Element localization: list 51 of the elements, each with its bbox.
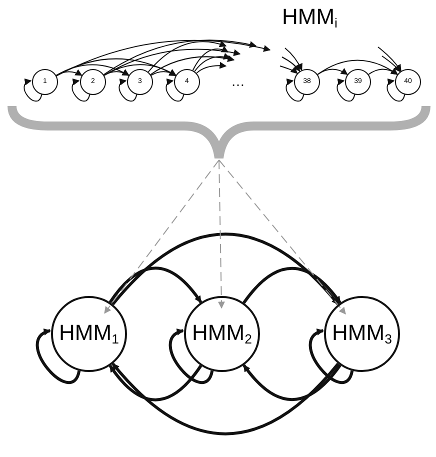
- state-circle: [294, 69, 320, 95]
- arrow: [150, 69, 176, 76]
- arrow: [104, 48, 241, 76]
- arrow: [72, 80, 90, 102]
- arrow: [103, 40, 257, 76]
- model-label: HMM$_{i}$: [282, 6, 338, 30]
- arrow: [24, 80, 42, 102]
- arrow: [382, 56, 401, 72]
- arrow: [108, 266, 202, 304]
- arrow: [280, 66, 298, 74]
- arrow: [196, 62, 227, 74]
- arrow: [282, 56, 300, 72]
- state-circle: [174, 69, 200, 95]
- arrow: [242, 266, 342, 304]
- state-label: HMM$_{3}$: [332, 321, 392, 347]
- state-circle: [80, 69, 106, 95]
- arrow: [317, 68, 348, 75]
- arrow: [286, 80, 304, 102]
- arrow: [108, 364, 202, 402]
- state-circle: [32, 69, 58, 95]
- arrow: [148, 40, 227, 72]
- state-circle: [127, 69, 153, 95]
- state-label: HMM$_{1}$: [59, 321, 119, 347]
- arrow: [308, 329, 354, 384]
- arrow: [368, 68, 398, 75]
- state-label: HMM$_{2}$: [192, 321, 252, 347]
- arrow: [56, 40, 271, 76]
- arrow: [242, 364, 342, 402]
- arrow: [218, 160, 225, 309]
- arrow: [386, 80, 406, 102]
- arrow: [168, 329, 214, 384]
- arrow: [166, 80, 184, 102]
- arrow: [104, 160, 220, 314]
- arrow: [378, 46, 402, 72]
- state-circle: [324, 296, 400, 372]
- ellipsis: …: [231, 74, 245, 88]
- arrow: [112, 232, 340, 306]
- arrow: [284, 48, 302, 71]
- arrow: [56, 58, 176, 76]
- arrow: [336, 80, 356, 102]
- arrow: [36, 329, 81, 384]
- state-circle: [395, 69, 421, 95]
- arrow: [218, 160, 346, 314]
- arrow: [150, 55, 235, 76]
- arrow: [194, 53, 231, 72]
- state-circle: [51, 296, 127, 372]
- arrow: [112, 362, 340, 436]
- state-circle: [184, 296, 260, 372]
- arrow: [192, 46, 229, 71]
- state-circle: [345, 69, 371, 95]
- arrow: [118, 80, 138, 102]
